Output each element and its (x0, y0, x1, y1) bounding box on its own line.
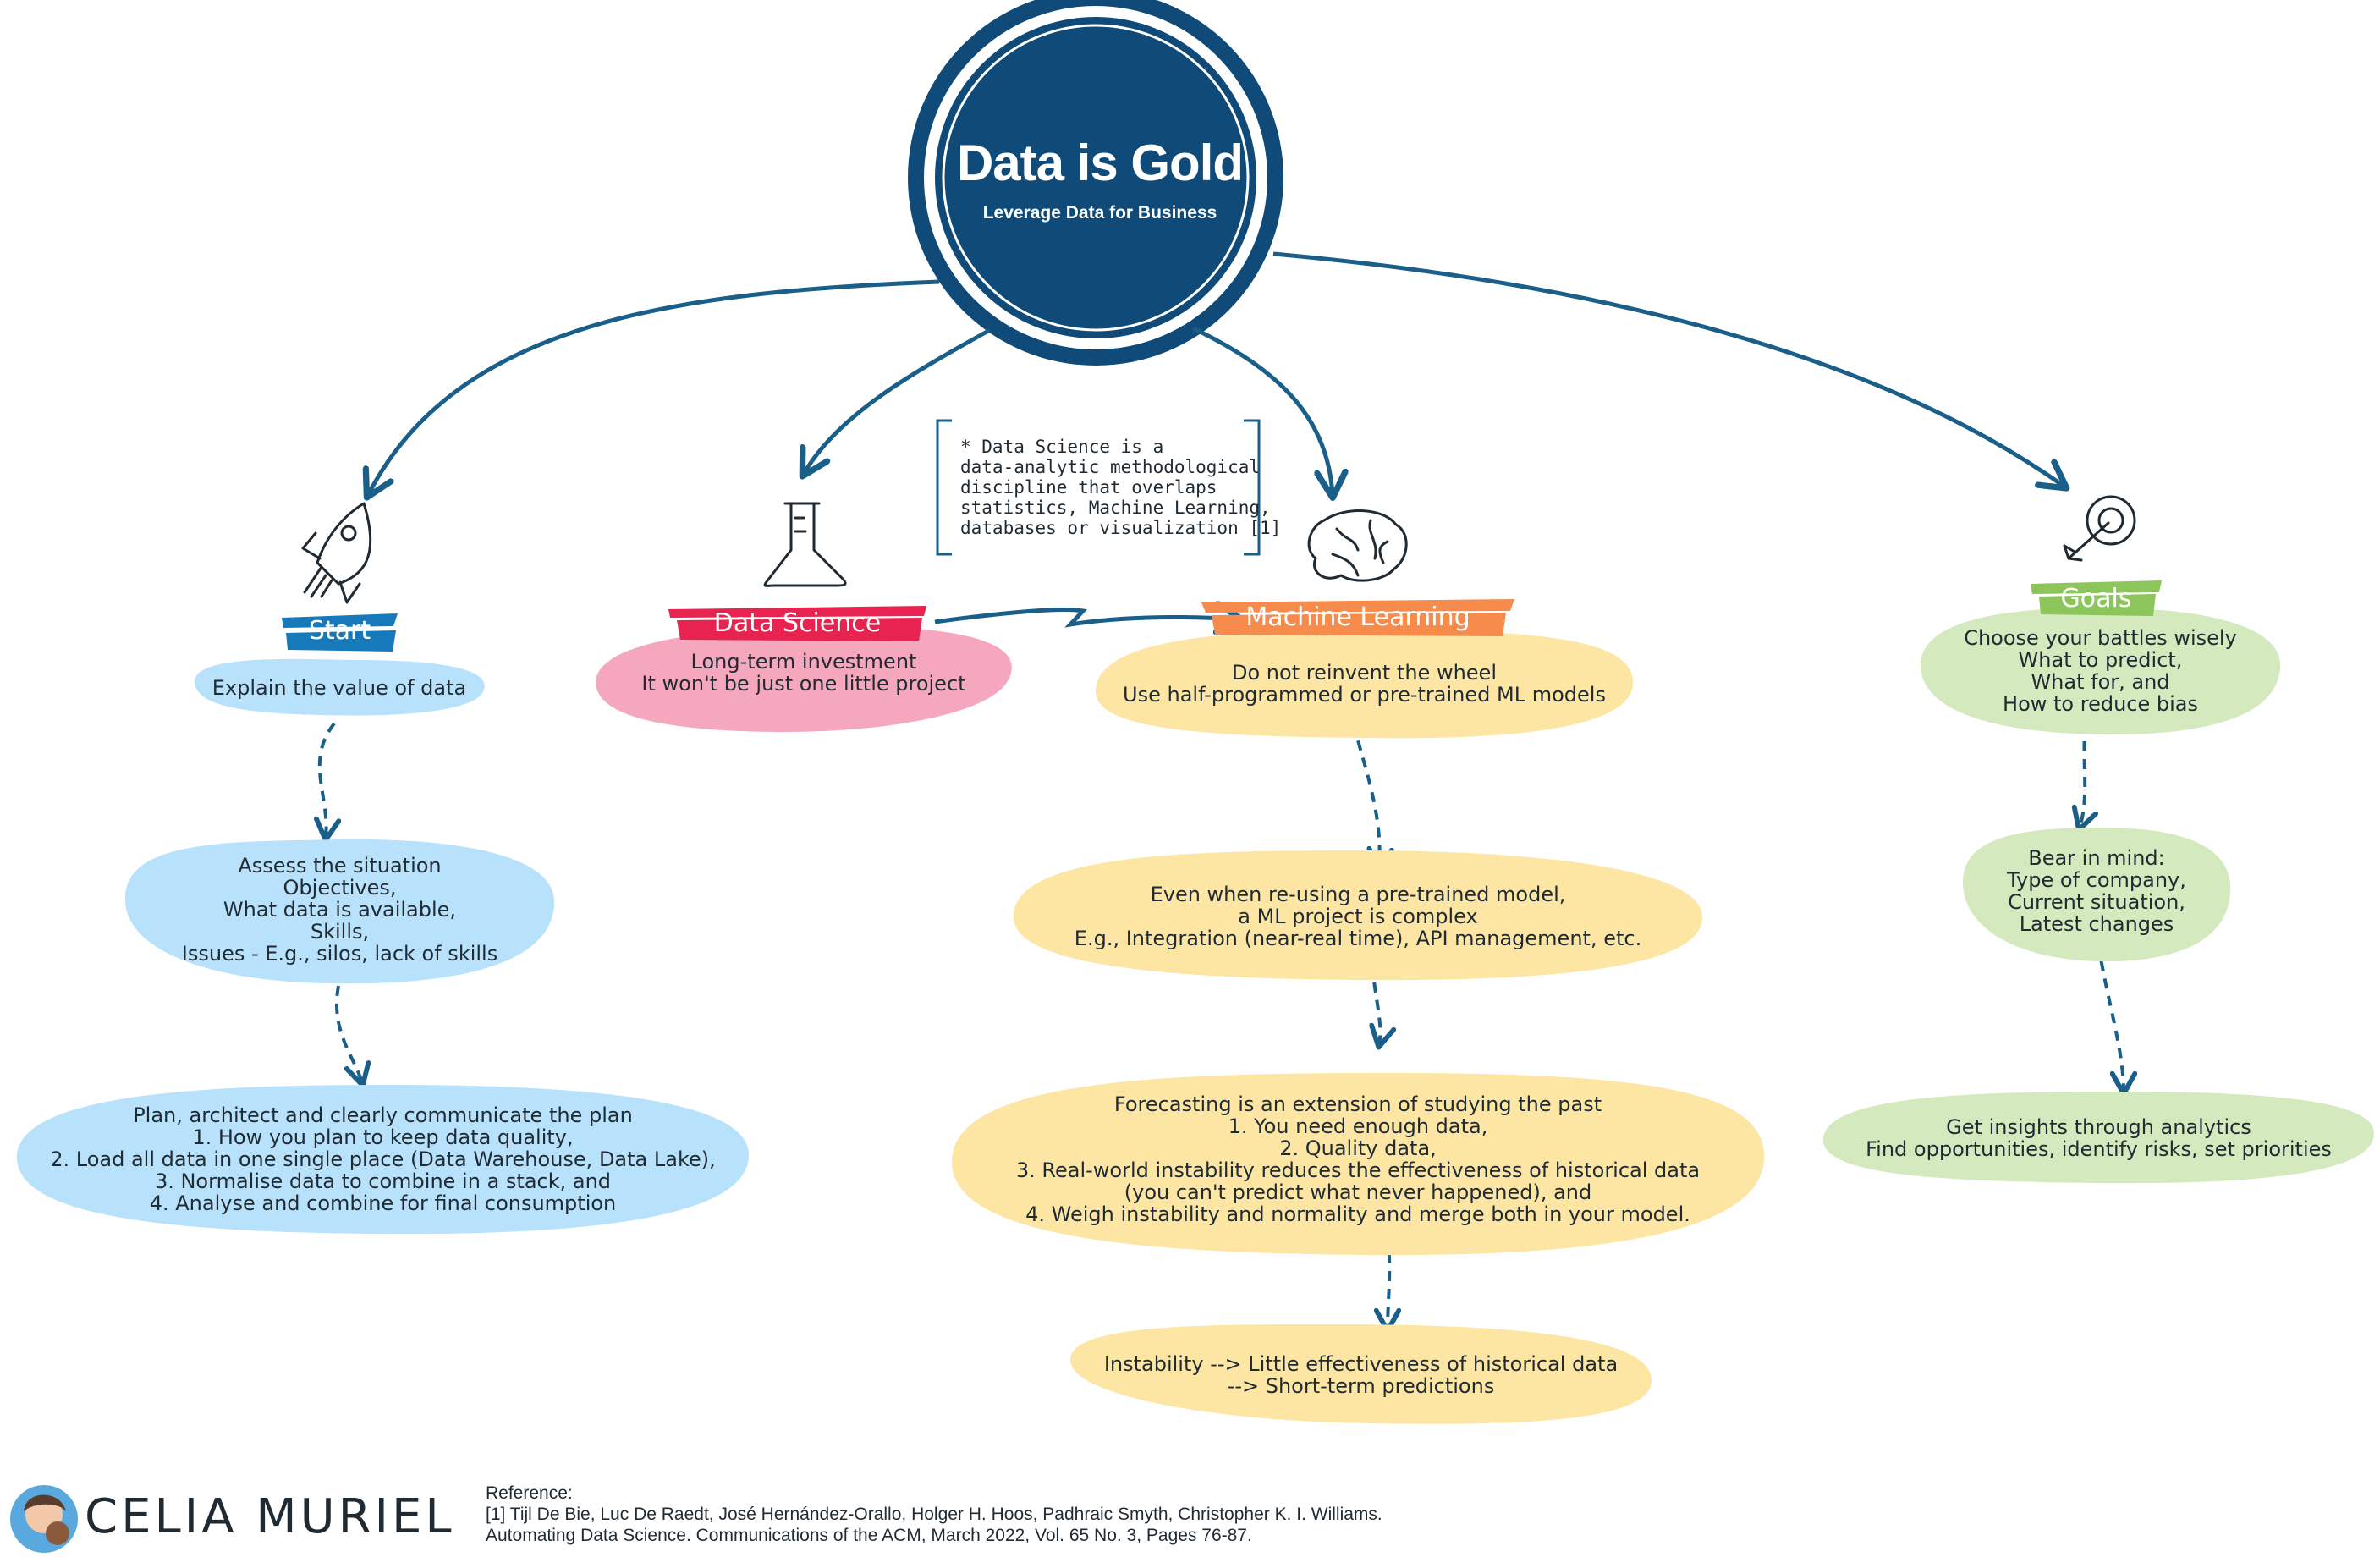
data-science-note: * Data Science is a data-analytic method… (960, 437, 1281, 538)
note-line: statistics, Machine Learning, (960, 498, 1271, 518)
arrow-to-data-science (804, 327, 992, 474)
node-line: Objectives, (283, 876, 397, 900)
reference-line: [1] Tijl De Bie, Luc De Raedt, José Hern… (486, 1505, 1382, 1524)
node-line: Skills, (310, 920, 370, 944)
node-line: Type of company, (2007, 868, 2186, 892)
blob-goals-1 (1920, 608, 2281, 735)
tag-ds-bg (668, 606, 926, 641)
node-line: 2. Load all data in one single place (Da… (50, 1147, 716, 1171)
reference-line: Automating Data Science. Communications … (486, 1526, 1252, 1545)
flask-icon (763, 502, 847, 587)
node-line: a ML project is complex (1238, 904, 1478, 928)
node-line: Even when re-using a pre-trained model, (1150, 882, 1566, 906)
tag-goals: Goals (2060, 584, 2132, 613)
node-line: Latest changes (2019, 912, 2174, 936)
node-line: It won't be just one little project (641, 671, 966, 696)
ml-node-3: Forecasting is an extension of studying … (952, 1079, 1764, 1240)
ml-node-1: Do not reinvent the wheel Use half-progr… (1096, 647, 1633, 719)
node-line: Issues - E.g., silos, lack of skills (181, 942, 498, 966)
start-node-2: Assess the situation Objectives, What da… (125, 842, 554, 977)
note-line: discipline that overlaps (960, 477, 1217, 498)
blob-goals-3 (1822, 1092, 2375, 1184)
node-line: Assess the situation (238, 854, 442, 878)
note-line: databases or visualization [1] (960, 518, 1282, 538)
node-line: E.g., Integration (near-real time), API … (1074, 926, 1642, 950)
blob-ds-1 (596, 626, 1012, 732)
goals-node-3: Get insights through analytics Find oppo… (1823, 1104, 2374, 1172)
brain-icon (1307, 509, 1408, 582)
goals-node-1: Choose your battles wisely What to predi… (1921, 616, 2280, 726)
reference-block: Reference: [1] Tijl De Bie, Luc De Raedt… (486, 1483, 1382, 1546)
arrow-ds-to-ml (934, 610, 1239, 624)
node-line: Current situation, (2008, 890, 2185, 914)
data-science-node-1: Long-term investment It won't be just on… (596, 636, 1011, 708)
start-node-1: Explain the value of data (195, 660, 484, 715)
node-line: 3. Normalise data to combine in a stack,… (154, 1169, 612, 1193)
node-line: 2. Quality data, (1279, 1136, 1437, 1160)
node-line: 4. Weigh instability and normality and m… (1025, 1202, 1690, 1226)
rocket-icon (301, 502, 372, 604)
node-line: What for, and (2031, 670, 2170, 694)
note-line: data-analytic methodological (960, 457, 1261, 477)
tag-machine-learning: Machine Learning (1245, 602, 1470, 632)
note-bracket (936, 419, 1261, 556)
node-line: 1. You need enough data, (1228, 1114, 1488, 1138)
node-line: 1. How you plan to keep data quality, (192, 1125, 574, 1149)
blob-start-2 (124, 839, 555, 984)
blob-ml-4 (1069, 1324, 1652, 1424)
dash-start-2 (335, 985, 362, 1083)
node-line: Choose your battles wisely (1964, 626, 2237, 650)
node-line: Forecasting is an extension of studying … (1113, 1092, 1602, 1116)
reference-line: Reference: (486, 1483, 573, 1503)
arrow-to-goals (1272, 251, 2064, 487)
dash-goals-2 (2097, 943, 2124, 1092)
node-line: Do not reinvent the wheel (1232, 660, 1497, 685)
node-line: (you can't predict what never happened),… (1124, 1180, 1592, 1204)
tag-ml-bg (1201, 599, 1514, 636)
node-line: Find opportunities, identify risks, set … (1866, 1137, 2332, 1161)
node-line: What data is available, (223, 898, 457, 922)
goals-node-2: Bear in mind: Type of company, Current s… (1963, 836, 2230, 946)
blob-ml-1 (1095, 630, 1634, 739)
blob-ml-2 (1013, 850, 1703, 981)
node-line: How to reduce bias (2003, 692, 2198, 716)
node-line: Plan, architect and clearly communicate … (133, 1103, 633, 1127)
ml-node-4: Instability --> Little effectiveness of … (1070, 1337, 1652, 1413)
node-line: Instability --> Little effectiveness of … (1103, 1352, 1619, 1376)
author-name: CELIA MURIEL (85, 1489, 455, 1544)
arrow-to-start (368, 279, 940, 495)
page-subtitle: Leverage Data for Business (982, 203, 1217, 223)
note-line: * Data Science is a (960, 437, 1164, 457)
node-line: 4. Analyse and combine for final consump… (149, 1191, 617, 1215)
node-line: Long-term investment (690, 649, 917, 674)
center-circle (908, 0, 1283, 366)
blob-start-3 (16, 1085, 749, 1235)
node-line: Bear in mind: (2028, 846, 2165, 870)
tag-data-science: Data Science (713, 608, 882, 638)
tag-start: Start (308, 616, 371, 646)
tag-goals-bg (2031, 580, 2162, 616)
node-line: Explain the value of data (212, 675, 467, 700)
start-node-3: Plan, architect and clearly communicate … (17, 1087, 749, 1231)
dash-start-1 (320, 722, 334, 838)
node-line: What to predict, (2018, 648, 2183, 672)
node-line: Use half-programmed or pre-trained ML mo… (1123, 682, 1606, 707)
dash-ml-1 (1352, 723, 1380, 867)
dash-goals-1 (2080, 723, 2086, 828)
tag-start-bg (282, 613, 398, 652)
node-line: Get insights through analytics (1946, 1115, 2251, 1139)
blob-start-1 (194, 658, 485, 716)
blob-ml-3 (951, 1073, 1765, 1256)
page-title: Data is Gold (956, 135, 1244, 191)
node-line: 3. Real-world instability reduces the ef… (1015, 1158, 1701, 1182)
blob-goals-2 (1963, 828, 2231, 962)
ml-node-2: Even when re-using a pre-trained model, … (1014, 872, 1702, 960)
author-avatar (10, 1485, 78, 1553)
node-line: --> Short-term predictions (1227, 1374, 1495, 1398)
target-icon (2063, 495, 2136, 562)
arrow-to-machine-learning (1191, 326, 1333, 495)
